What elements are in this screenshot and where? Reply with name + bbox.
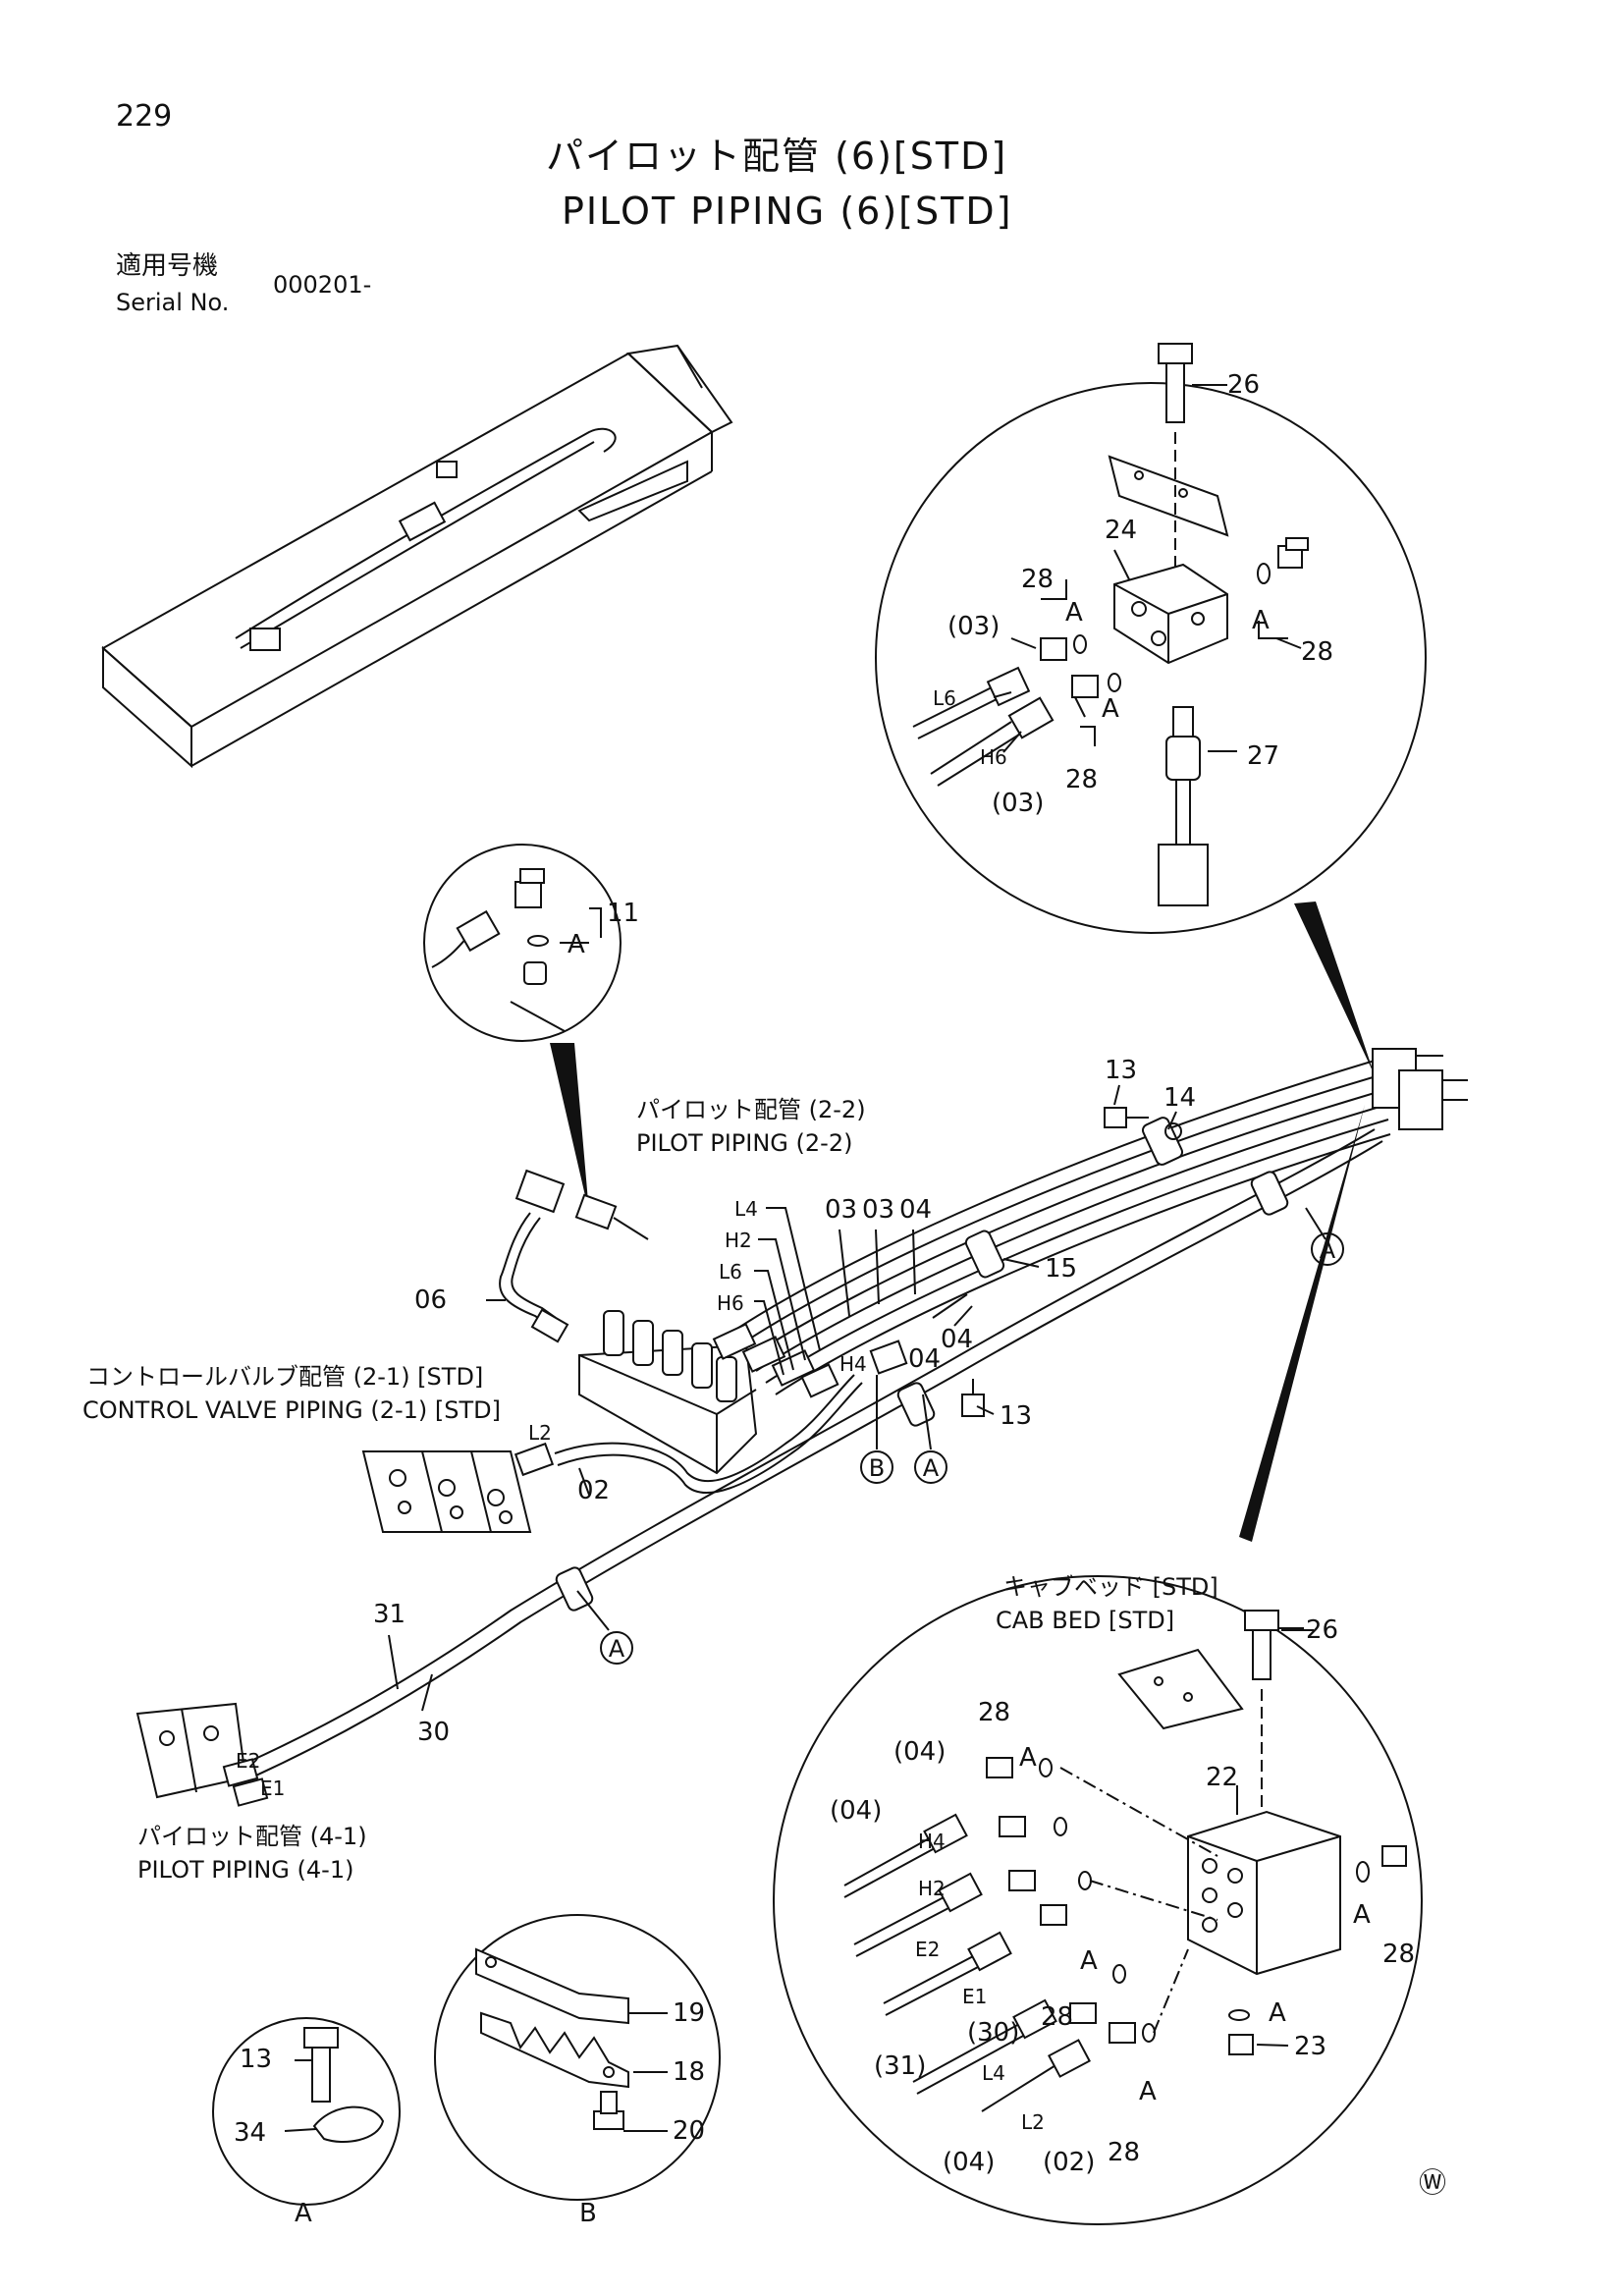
- svg-text:A: A: [1320, 1236, 1336, 1264]
- callout-06: 06: [414, 1285, 447, 1315]
- title-jp: パイロット配管 (6)[STD]: [546, 135, 1008, 178]
- callout-30: 30: [417, 1718, 450, 1747]
- label-h2-b: H2: [918, 1877, 946, 1900]
- tag-b-1: B: [860, 1375, 893, 1484]
- label-l4-b: L4: [982, 2061, 1005, 2085]
- callout-b-detail: B: [579, 2199, 597, 2228]
- callout-a-3: A: [1102, 694, 1119, 724]
- detail-block-22: [773, 1575, 1423, 2225]
- callout-30-p: (30): [967, 2018, 1019, 2048]
- callout-23: 23: [1294, 2032, 1326, 2061]
- label-h6-main: H6: [717, 1291, 744, 1315]
- callout-28-d: 28: [978, 1698, 1010, 1727]
- detail-clamp-a: [212, 2017, 401, 2206]
- ref-cv-2-1-en: CONTROL VALVE PIPING (2-1) [STD]: [82, 1396, 502, 1424]
- tag-a-3: A: [576, 1590, 633, 1665]
- tag-a-2: A: [914, 1394, 947, 1484]
- callout-a-6: A: [1080, 1946, 1098, 1976]
- callout-a-2: A: [1252, 606, 1270, 635]
- ref-cab-bed-en: CAB BED [STD]: [996, 1607, 1175, 1634]
- ref-pilot-4-1-jp: パイロット配管 (4-1): [137, 1823, 367, 1850]
- label-l6: L6: [933, 686, 956, 710]
- detail-fitting-11: [423, 844, 622, 1042]
- callout-04-a: 04: [899, 1195, 932, 1225]
- serial-value: 000201-: [273, 271, 372, 299]
- callout-28-g: 28: [1108, 2138, 1140, 2167]
- watermark-w: Ⓦ: [1419, 2166, 1446, 2199]
- main-harness: [135, 1048, 1468, 1807]
- label-h4-b: H4: [918, 1830, 946, 1853]
- callout-03-b: (03): [992, 789, 1044, 818]
- ref-pilot-4-1-en: PILOT PIPING (4-1): [137, 1856, 354, 1884]
- ref-cv-2-1-jp: コントロールバルブ配管 (2-1) [STD]: [86, 1363, 484, 1391]
- callout-a-8: A: [1269, 1998, 1286, 2028]
- label-e2: E2: [236, 1749, 260, 1773]
- serial-label-en: Serial No.: [116, 289, 230, 316]
- callout-03-a: (03): [947, 612, 1000, 641]
- callout-03-d: 03: [862, 1195, 894, 1225]
- label-h4: H4: [839, 1352, 867, 1376]
- label-l2: L2: [528, 1421, 552, 1445]
- callout-labels: 26 24 28 28 28 (03) (03) 27 L6 H6 A A A …: [234, 370, 1446, 2228]
- leader-lines: [388, 549, 1314, 2047]
- svg-text:B: B: [869, 1454, 885, 1482]
- callout-13-b: 13: [1000, 1401, 1032, 1431]
- callout-31-p: (31): [874, 2051, 926, 2081]
- label-e1-b: E1: [962, 1985, 987, 2008]
- callout-04-p3: (04): [943, 2148, 995, 2177]
- callout-27: 27: [1247, 741, 1279, 771]
- callout-02: 02: [577, 1476, 610, 1505]
- callout-13-c: 13: [240, 2045, 272, 2074]
- callout-24: 24: [1105, 516, 1137, 545]
- label-l2-b: L2: [1021, 2110, 1045, 2134]
- callout-20: 20: [673, 2116, 705, 2146]
- ref-pilot-2-2-en: PILOT PIPING (2-2): [636, 1129, 853, 1157]
- callout-31: 31: [373, 1600, 406, 1629]
- callout-28-a: 28: [1021, 565, 1054, 594]
- cab-bed-overview: [101, 344, 733, 769]
- label-l6-main: L6: [719, 1260, 742, 1284]
- callout-28-b: 28: [1301, 637, 1333, 667]
- callout-34: 34: [234, 2118, 266, 2148]
- callout-11: 11: [607, 899, 639, 928]
- label-l4: L4: [734, 1197, 758, 1221]
- callout-04-b: 04: [908, 1344, 941, 1374]
- title-en: PILOT PIPING (6)[STD]: [562, 190, 1013, 233]
- tag-a-1: A: [1305, 1207, 1344, 1266]
- svg-text:A: A: [609, 1635, 625, 1663]
- callout-13-a: 13: [1105, 1056, 1137, 1085]
- callout-a-7: A: [1353, 1900, 1371, 1930]
- callout-a-4: A: [568, 930, 585, 959]
- callout-a-1: A: [1065, 598, 1083, 628]
- label-e2-b: E2: [915, 1938, 940, 1961]
- callout-02-p: (02): [1043, 2148, 1095, 2177]
- callout-28-c: 28: [1065, 765, 1098, 794]
- callout-04-c: 04: [941, 1325, 973, 1354]
- callout-26: 26: [1227, 370, 1260, 400]
- label-h6: H6: [980, 745, 1007, 769]
- callout-04-p1: (04): [893, 1737, 946, 1767]
- page-number: 229: [116, 99, 173, 134]
- detail-bracket-b: [434, 1914, 721, 2201]
- callout-03-c: 03: [825, 1195, 857, 1225]
- callout-15: 15: [1045, 1254, 1077, 1284]
- callout-14: 14: [1163, 1083, 1196, 1113]
- serial-label-jp: 適用号機: [116, 251, 219, 281]
- callout-19: 19: [673, 1998, 705, 2028]
- callout-a-detail: A: [295, 2199, 312, 2228]
- label-h2: H2: [725, 1229, 752, 1252]
- callout-28-f: 28: [1382, 1940, 1415, 1969]
- callout-26-b: 26: [1306, 1615, 1338, 1645]
- svg-text:A: A: [923, 1454, 940, 1482]
- callout-28-e: 28: [1041, 2002, 1073, 2032]
- callout-a-9: A: [1139, 2077, 1157, 2106]
- ref-pilot-2-2-jp: パイロット配管 (2-2): [636, 1096, 866, 1123]
- callout-04-p2: (04): [830, 1796, 882, 1826]
- callout-a-5: A: [1019, 1743, 1037, 1773]
- callout-18: 18: [673, 2057, 705, 2087]
- callout-22: 22: [1206, 1763, 1238, 1792]
- label-e1: E1: [260, 1777, 285, 1800]
